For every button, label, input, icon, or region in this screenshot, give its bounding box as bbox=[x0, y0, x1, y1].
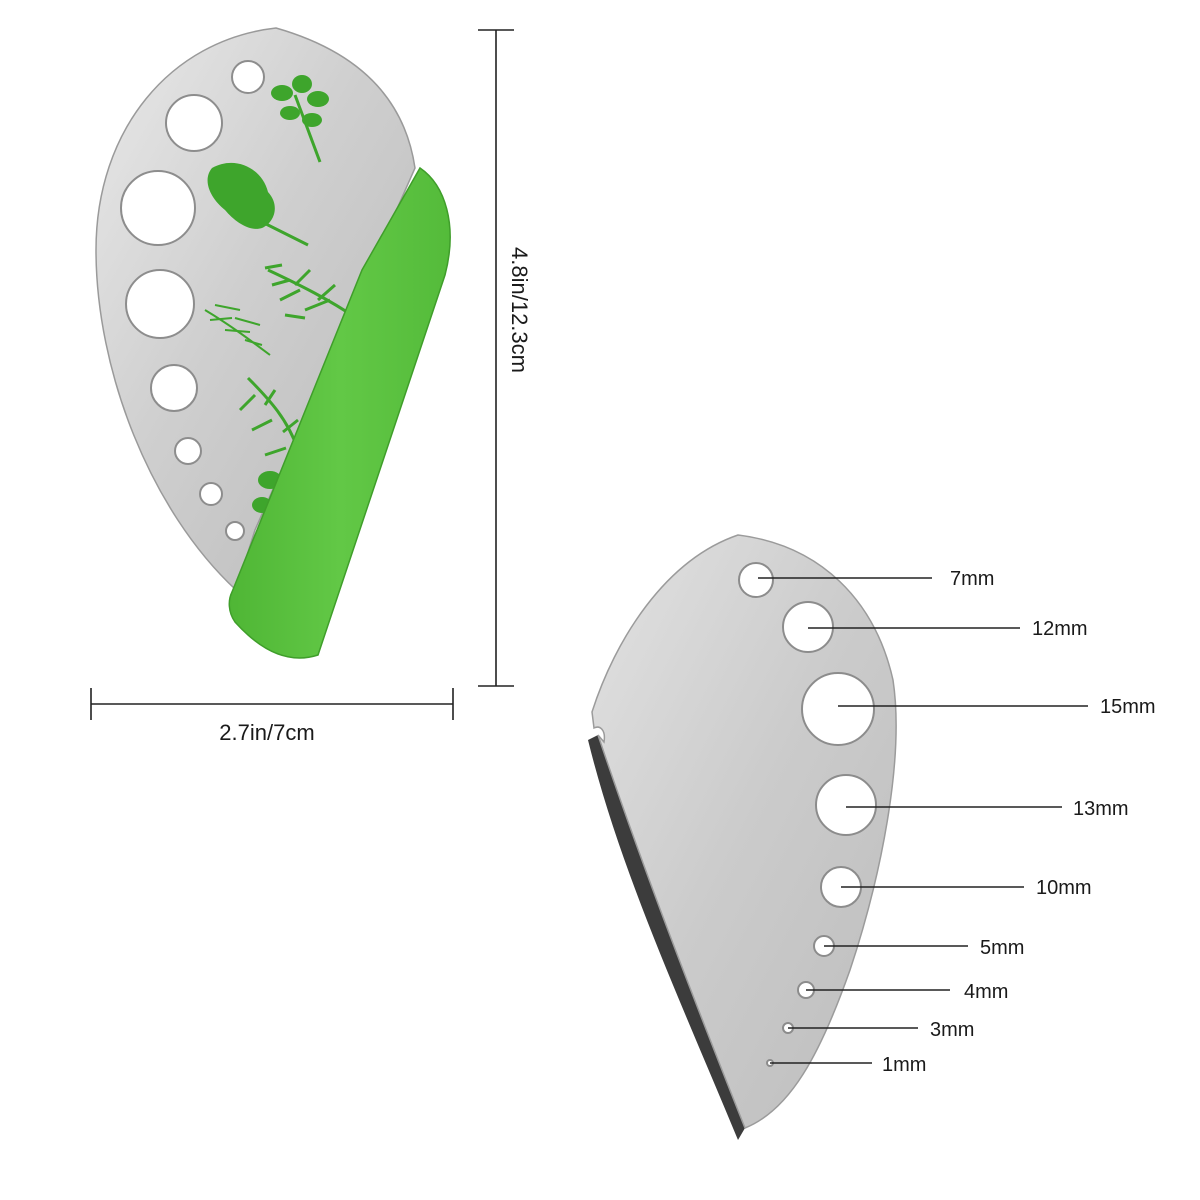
hole-front bbox=[225, 521, 245, 541]
hole-back bbox=[782, 601, 834, 653]
hole-size-label: 7mm bbox=[950, 568, 994, 590]
hole-size-label: 5mm bbox=[980, 937, 1024, 959]
hole-size-leaders bbox=[758, 577, 1088, 1064]
strip-holes-front bbox=[120, 60, 265, 541]
hole-size-label: 4mm bbox=[964, 981, 1008, 1003]
height-label: 4.8in/12.3cm bbox=[507, 247, 532, 373]
width-dimension bbox=[90, 688, 454, 720]
hole-front bbox=[150, 364, 198, 412]
hole-size-label: 10mm bbox=[1036, 877, 1092, 899]
green-silicone-edge bbox=[228, 166, 451, 659]
hole-back bbox=[801, 672, 875, 746]
hole-size-labels: 7mm 12mm 15mm 13mm 10mm 5mm 4mm 3mm 1mm bbox=[882, 568, 1156, 1076]
hole-size-label: 3mm bbox=[930, 1019, 974, 1041]
hole-front bbox=[231, 60, 265, 94]
hole-size-label: 12mm bbox=[1032, 618, 1088, 640]
height-dimension bbox=[478, 29, 514, 687]
hole-front bbox=[174, 437, 202, 465]
hole-front bbox=[120, 170, 196, 246]
width-label: 2.7in/7cm bbox=[219, 720, 314, 745]
parsley-icon bbox=[271, 75, 329, 163]
herb-stripper-back-view: 7mm 12mm 15mm 13mm 10mm 5mm 4mm 3mm 1mm bbox=[588, 534, 1156, 1140]
herb-stripper-front-view bbox=[95, 27, 451, 659]
hole-size-label: 15mm bbox=[1100, 696, 1156, 718]
hole-front bbox=[125, 269, 195, 339]
kale-icon bbox=[207, 162, 309, 247]
blade-edge bbox=[588, 735, 745, 1140]
hole-front bbox=[199, 482, 223, 506]
strip-holes-back bbox=[738, 562, 877, 1067]
hole-back bbox=[738, 562, 774, 598]
thyme-icon bbox=[204, 304, 271, 356]
hole-front bbox=[165, 94, 223, 152]
hole-back bbox=[815, 774, 877, 836]
hole-size-label: 13mm bbox=[1073, 798, 1129, 820]
hole-size-label: 1mm bbox=[882, 1054, 926, 1076]
